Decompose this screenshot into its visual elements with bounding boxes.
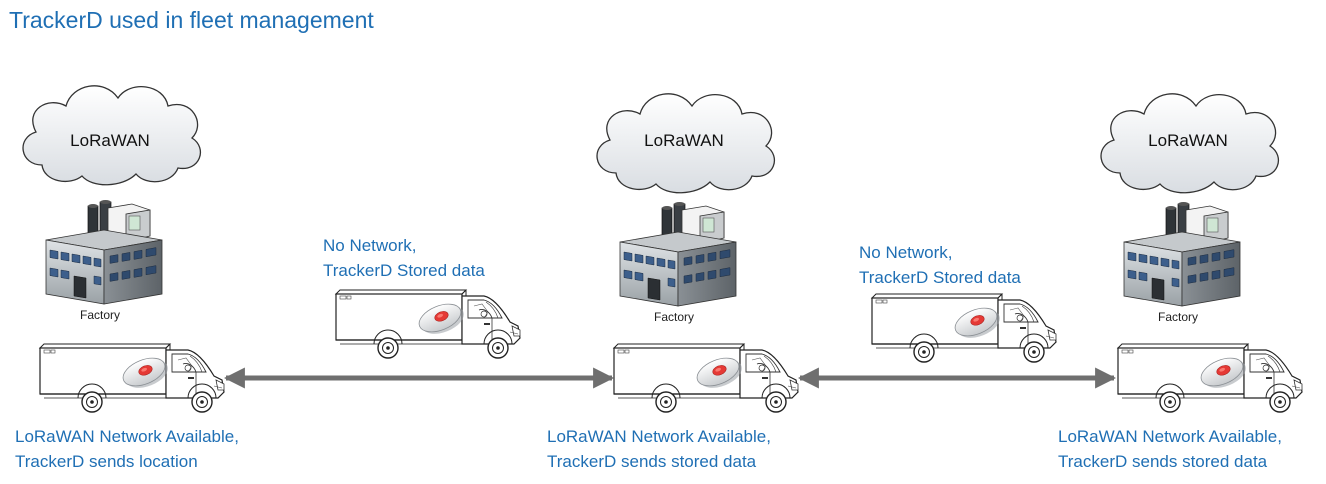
truck-station-2-icon [613,343,799,413]
station-2-line2: TrackerD sends stored data [547,452,757,471]
truck-transit-1-icon [335,289,521,359]
cloud-2: LoRaWAN [596,93,776,194]
factory-2-label: Factory [654,310,695,324]
transit-2-caption: No Network, TrackerD Stored data [859,240,1021,290]
transit-2-line2: TrackerD Stored data [859,268,1021,287]
transit-2-line1: No Network, [859,243,953,262]
factory-1-icon [45,199,163,305]
station-1-line2: TrackerD sends location [15,452,198,471]
cloud-1-label: LoRaWAN [70,131,150,150]
transit-1-line2: TrackerD Stored data [323,261,485,280]
factory-2-icon [619,201,737,307]
station-2-line1: LoRaWAN Network Available, [547,427,771,446]
cloud-1: LoRaWAN [22,85,202,186]
truck-station-3-icon [1117,343,1303,413]
cloud-3-label: LoRaWAN [1148,131,1228,150]
station-1-caption: LoRaWAN Network Available, TrackerD send… [15,424,239,474]
truck-station-1-icon [39,343,225,413]
factory-3-icon [1123,201,1241,307]
factory-1-label: Factory [80,308,121,322]
station-3-caption: LoRaWAN Network Available, TrackerD send… [1058,424,1282,474]
cloud-3: LoRaWAN [1100,93,1280,194]
cloud-2-label: LoRaWAN [644,131,724,150]
diagram-title: TrackerD used in fleet management [9,7,374,33]
transit-1-caption: No Network, TrackerD Stored data [323,233,485,283]
station-2-caption: LoRaWAN Network Available, TrackerD send… [547,424,771,474]
transit-1-line1: No Network, [323,236,417,255]
station-3-line2: TrackerD sends stored data [1058,452,1268,471]
factory-3-label: Factory [1158,310,1199,324]
station-1-line1: LoRaWAN Network Available, [15,427,239,446]
truck-transit-2-icon [871,293,1057,363]
station-3-line1: LoRaWAN Network Available, [1058,427,1282,446]
